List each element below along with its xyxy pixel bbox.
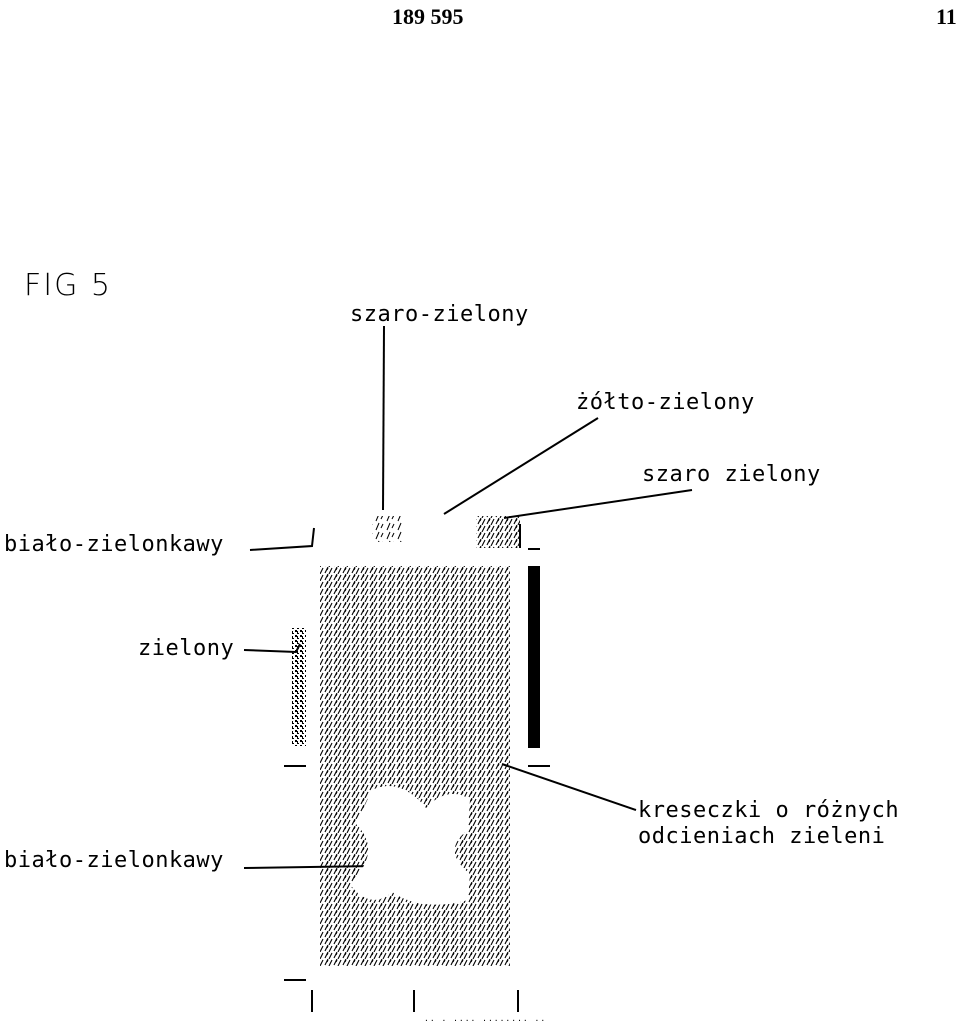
label-kreseczki-line1: kreseczki o różnych xyxy=(638,798,900,823)
page-number: 11 xyxy=(936,4,957,29)
leader-zolto-zielony xyxy=(443,417,599,515)
figure-label: FIG 5 xyxy=(24,268,112,303)
label-kreseczki-line2: odcieniach zieleni xyxy=(638,824,886,849)
top-left-patch xyxy=(372,516,402,542)
label-bialo-zielonkawy-upper: biało-zielonkawy xyxy=(4,532,224,557)
white-cross-shape xyxy=(350,786,470,905)
left-strip xyxy=(292,628,306,746)
top-right-patch xyxy=(476,516,520,548)
footer-small-print: ·· · ···· ········ ·· xyxy=(424,1016,547,1025)
label-zielony: zielony xyxy=(138,636,235,661)
scale-dashes xyxy=(284,765,550,1012)
leader-lines xyxy=(243,325,693,869)
main-pattern-body xyxy=(320,566,510,966)
label-szaro-zielony-right: szaro zielony xyxy=(642,462,821,487)
label-szaro-zielony: szaro-zielony xyxy=(350,302,529,327)
leader-kreseczki xyxy=(501,763,637,811)
leader-szaro-zielony-right xyxy=(503,489,693,519)
leader-zielony xyxy=(243,643,301,654)
right-solid-bar xyxy=(528,566,540,748)
patent-number: 189 595 xyxy=(392,4,464,29)
label-bialo-zielonkawy-lower: biało-zielonkawy xyxy=(4,848,224,873)
leader-bialo-zielonkawy-upper xyxy=(249,527,315,551)
label-zolto-zielony: żółto-zielony xyxy=(576,390,755,415)
leader-szaro-zielony xyxy=(382,325,385,511)
